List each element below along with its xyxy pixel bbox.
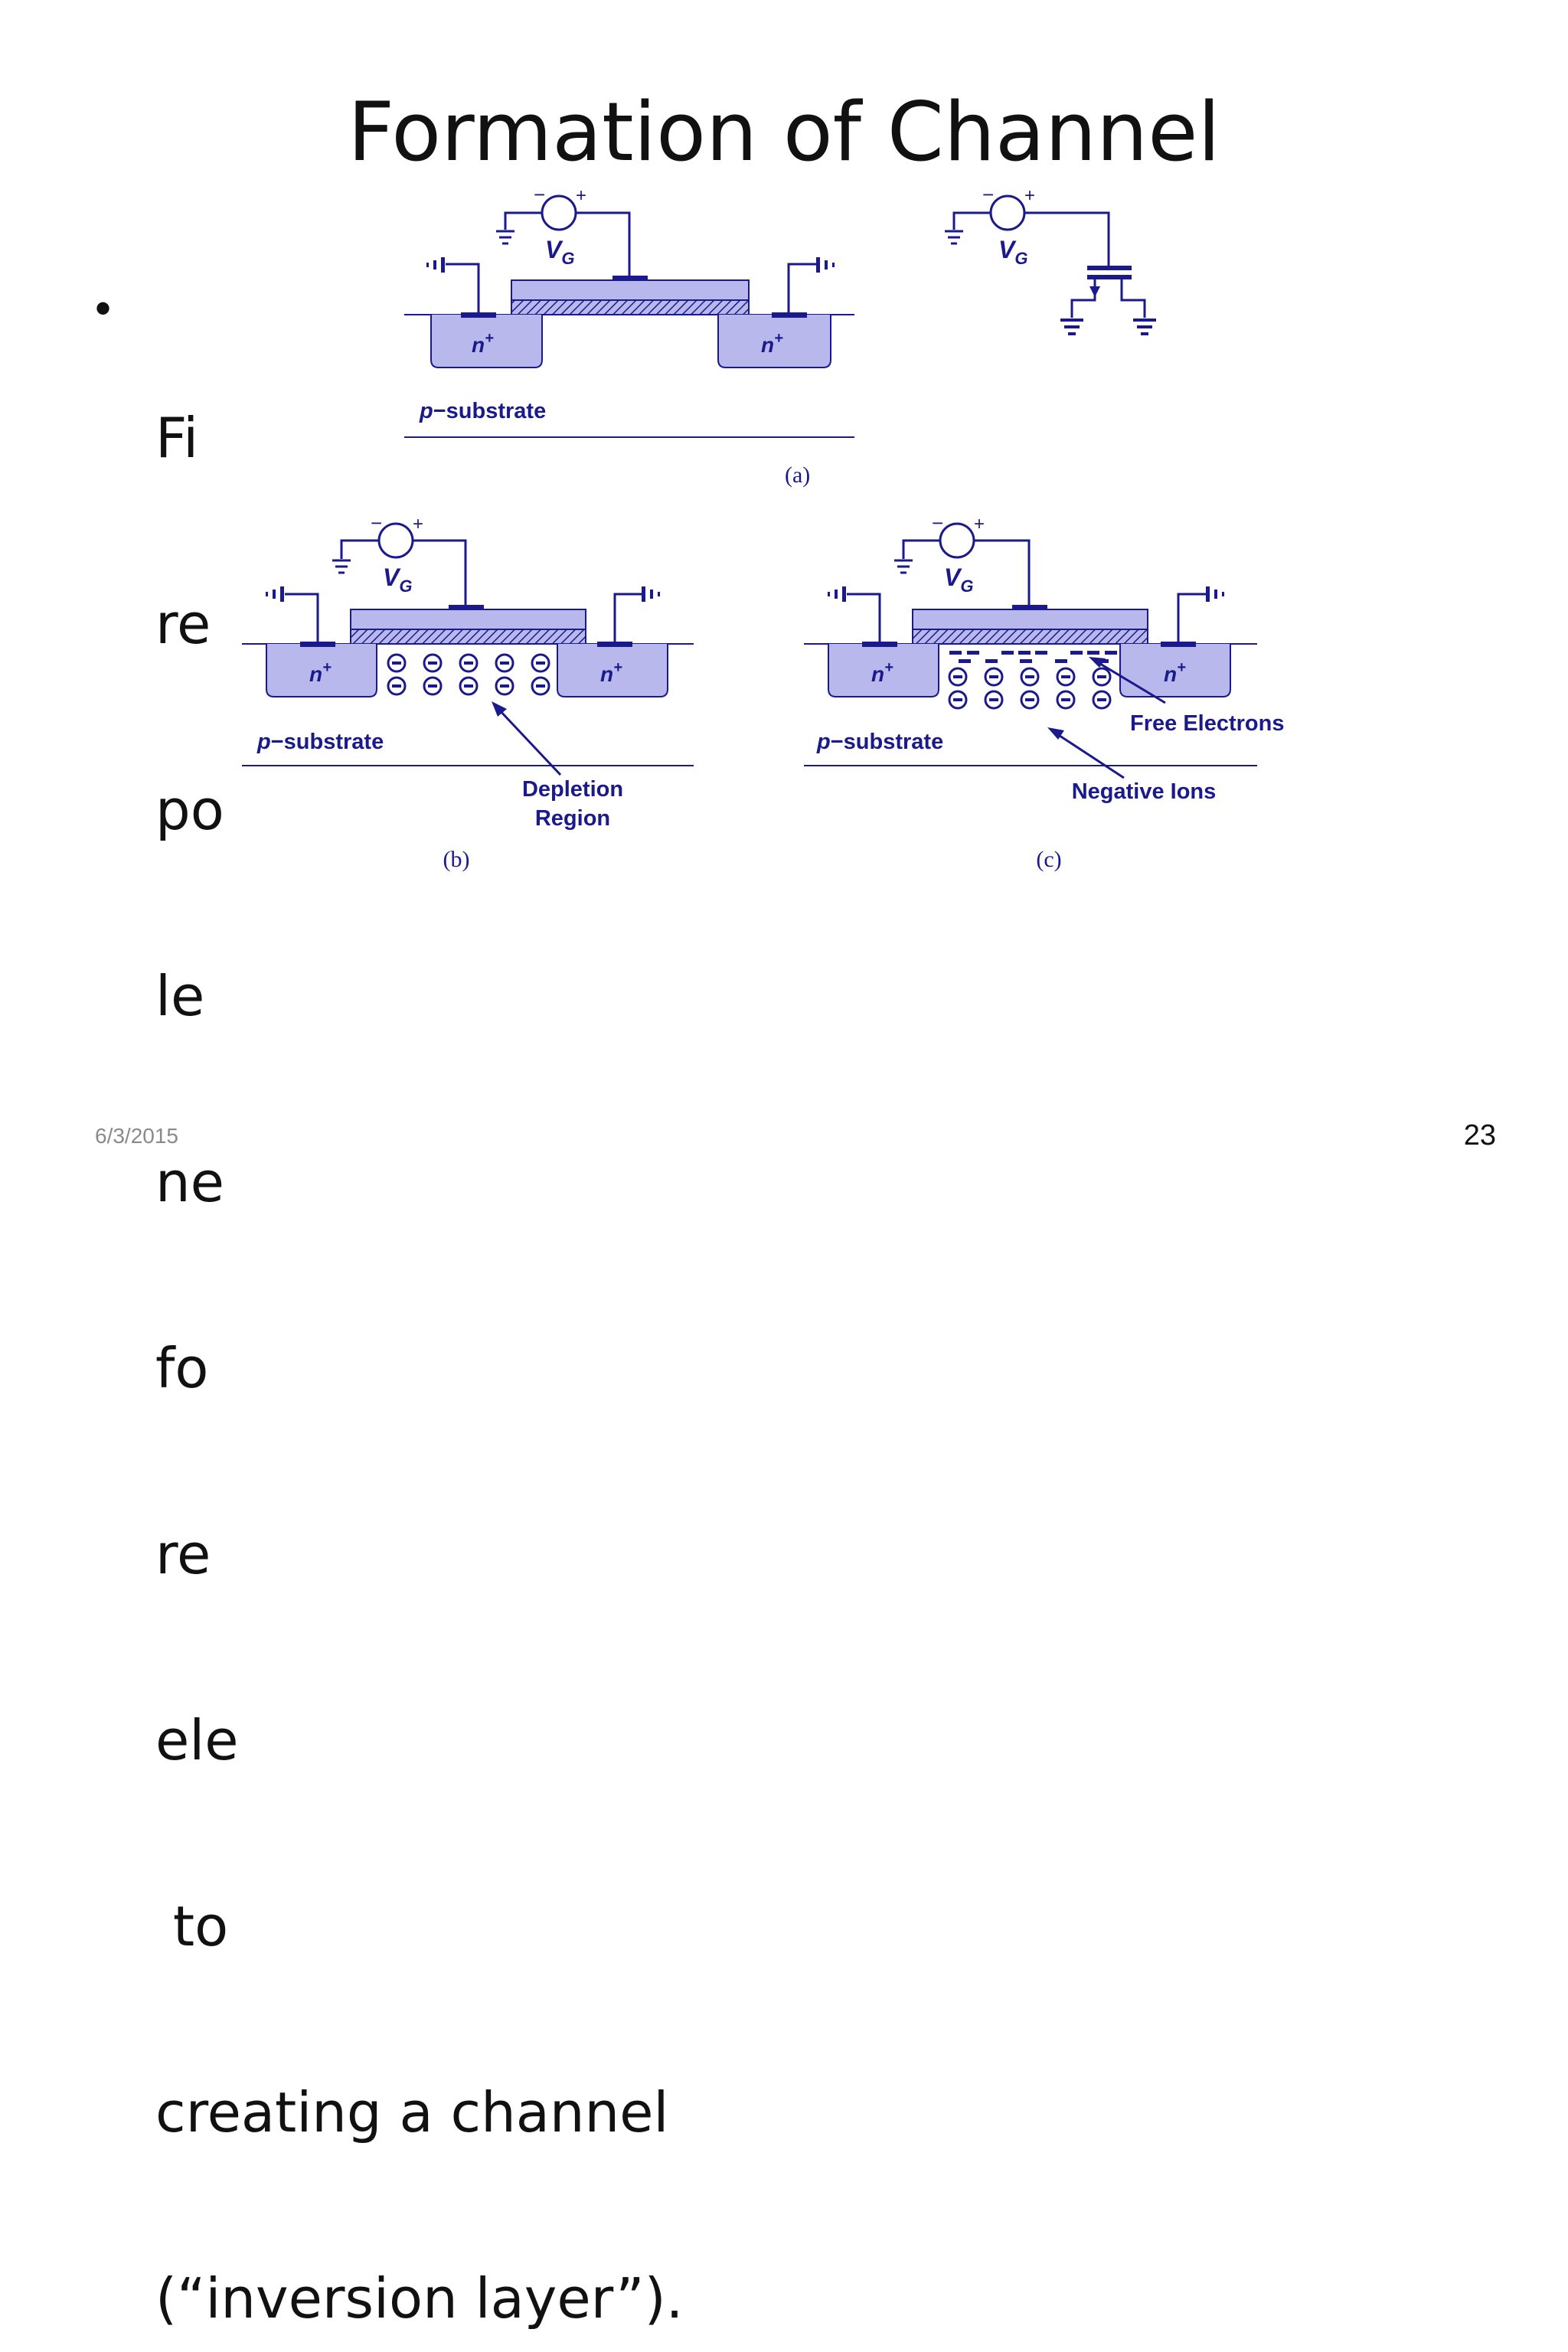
gate-b bbox=[350, 609, 586, 630]
bullet-line: re bbox=[155, 1522, 211, 1586]
n-plus-label: n+ bbox=[871, 659, 893, 686]
substrate-label-a: p−substrate bbox=[419, 399, 546, 423]
gate-oxide-b bbox=[350, 629, 586, 645]
substrate-label-b: p−substrate bbox=[256, 730, 384, 754]
bullet-line: le bbox=[155, 964, 205, 1028]
caption-c: (c) bbox=[1036, 847, 1061, 872]
vg-source-symbol bbox=[989, 194, 1026, 231]
svg-text:−: − bbox=[982, 183, 994, 206]
bullet-line: (“inversion layer”). bbox=[155, 2266, 684, 2331]
vg-source-c bbox=[939, 522, 975, 559]
panel-c: − + VG n+ n+ bbox=[804, 511, 1284, 872]
free-electrons-c bbox=[949, 651, 1117, 663]
n-plus-well-b-right bbox=[557, 644, 668, 697]
substrate-label-c: p−substrate bbox=[816, 730, 943, 754]
bullet-line: Fi bbox=[155, 406, 199, 470]
mosfet-channel-figure: − + VG n+ n+ p−substrate (a) bbox=[230, 183, 1285, 873]
caption-a: (a) bbox=[785, 462, 810, 488]
panel-a: − + VG n+ n+ p−substrate (a) bbox=[249, 183, 1156, 490]
n-plus-label: n+ bbox=[472, 330, 494, 357]
n-plus-well-c-right bbox=[1119, 644, 1231, 697]
n-plus-well-c-left bbox=[828, 644, 939, 697]
n-plus-label: n+ bbox=[761, 330, 783, 357]
slide-page-number: 23 bbox=[1463, 1119, 1496, 1152]
n-plus-well-b-left bbox=[266, 644, 377, 697]
vg-label-c: VG bbox=[944, 564, 973, 596]
negative-ions-c bbox=[948, 667, 1112, 710]
free-electrons-label: Free Electrons bbox=[1130, 711, 1284, 736]
slide-date: 6/3/2015 bbox=[95, 1124, 178, 1148]
bullet-line: creating a channel bbox=[155, 2080, 669, 2145]
negative-ions-label: Negative Ions bbox=[1072, 779, 1217, 804]
depletion-region-label: Region bbox=[535, 806, 610, 831]
gate-a bbox=[511, 279, 750, 301]
caption-b: (b) bbox=[443, 847, 470, 872]
svg-text:−: − bbox=[371, 511, 382, 534]
depletion-ions-b bbox=[387, 653, 550, 696]
depletion-region-label: Depletion bbox=[522, 777, 623, 802]
bullet-line: po bbox=[155, 778, 224, 842]
svg-text:−: − bbox=[932, 511, 943, 534]
svg-text:+: + bbox=[1024, 185, 1035, 206]
n-plus-label: n+ bbox=[309, 659, 332, 686]
minus-sign: − bbox=[534, 183, 545, 206]
plus-sign: + bbox=[576, 185, 586, 206]
vg-label-a: VG bbox=[545, 236, 574, 268]
bullet-line: ele bbox=[155, 1708, 239, 1772]
bullet-dot: • bbox=[95, 283, 112, 334]
panel-b: − + VG n+ n+ bbox=[230, 509, 697, 873]
n-plus-well-a-right bbox=[717, 315, 831, 368]
gate-oxide-a bbox=[511, 299, 750, 315]
svg-text:+: + bbox=[974, 514, 985, 534]
n-plus-label: n+ bbox=[1164, 659, 1186, 686]
bullet-line: fo bbox=[155, 1336, 209, 1400]
svg-text:+: + bbox=[413, 514, 423, 534]
bullet-line: to bbox=[155, 1894, 229, 1958]
bullet-line: re bbox=[155, 592, 211, 656]
n-plus-label: n+ bbox=[600, 659, 622, 686]
n-plus-well-a-left bbox=[430, 315, 543, 368]
vg-label-symbol: VG bbox=[998, 236, 1027, 268]
gate-oxide-c bbox=[912, 629, 1148, 645]
panel-a-background bbox=[249, 214, 957, 490]
gate-c bbox=[912, 609, 1148, 630]
vg-label-b: VG bbox=[383, 564, 412, 596]
slide-title: Formation of Channel bbox=[348, 85, 1220, 179]
